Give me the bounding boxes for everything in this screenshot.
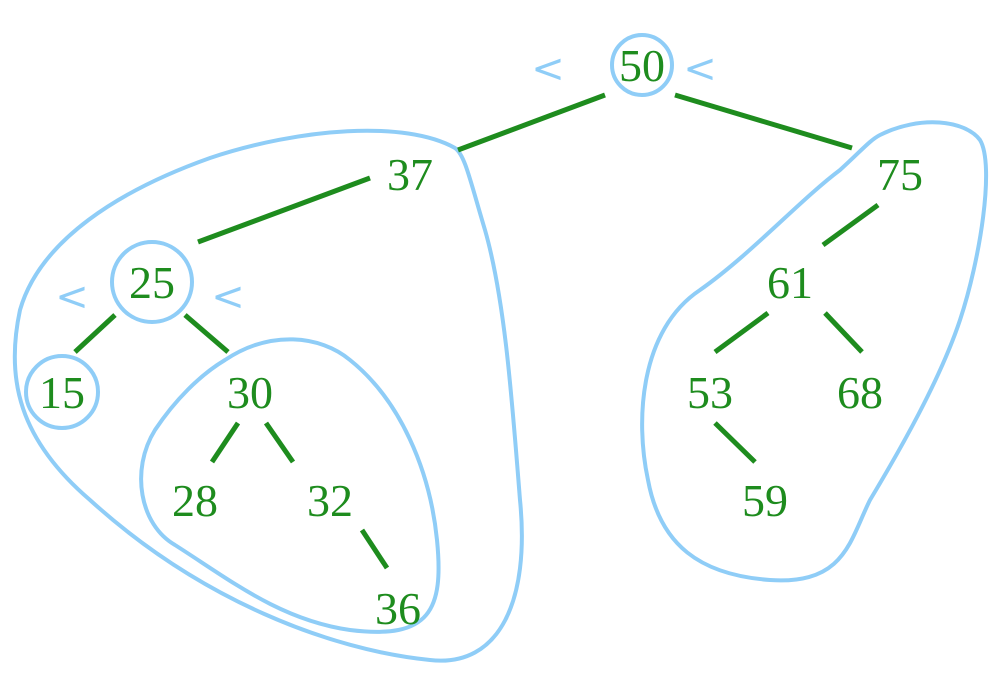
node-68: 68 <box>837 367 883 418</box>
node-50-circle <box>610 33 674 97</box>
node-25: 25 <box>129 257 175 308</box>
lt-50-right-mark: < <box>683 46 717 92</box>
node-15: 15 <box>39 367 85 418</box>
node-25-circle <box>110 240 194 324</box>
node-30: 30 <box>227 367 273 418</box>
node-15-circle <box>24 354 100 430</box>
edge-53-59 <box>713 421 757 464</box>
lt-50-left-mark: < <box>531 46 565 92</box>
node-53: 53 <box>687 367 733 418</box>
node-50: 50 <box>619 40 665 91</box>
edge-25-30 <box>183 313 230 354</box>
edge-30-32 <box>263 421 296 464</box>
node-32: 32 <box>307 475 353 526</box>
edge-37-25 <box>197 175 371 245</box>
edge-75-61 <box>821 202 880 248</box>
lt-25-right-mark: < <box>211 274 245 320</box>
node-28: 28 <box>172 475 218 526</box>
node-36: 36 <box>375 583 421 634</box>
node-59: 59 <box>742 475 788 526</box>
edge-61-68 <box>823 311 864 354</box>
edge-50-75 <box>674 92 853 151</box>
node-37: 37 <box>387 149 433 200</box>
right-subtree-outline <box>640 120 989 583</box>
node-61: 61 <box>767 257 813 308</box>
edge-25-15 <box>73 313 117 354</box>
edge-30-28 <box>209 421 241 464</box>
lt-25-left-mark: < <box>55 274 89 320</box>
node-75: 75 <box>877 149 923 200</box>
edge-50-37 <box>457 92 606 153</box>
subtree-30-outline <box>139 337 441 634</box>
edge-32-36 <box>359 528 390 570</box>
edge-61-53 <box>713 310 770 355</box>
left-subtree-outline <box>12 128 524 663</box>
